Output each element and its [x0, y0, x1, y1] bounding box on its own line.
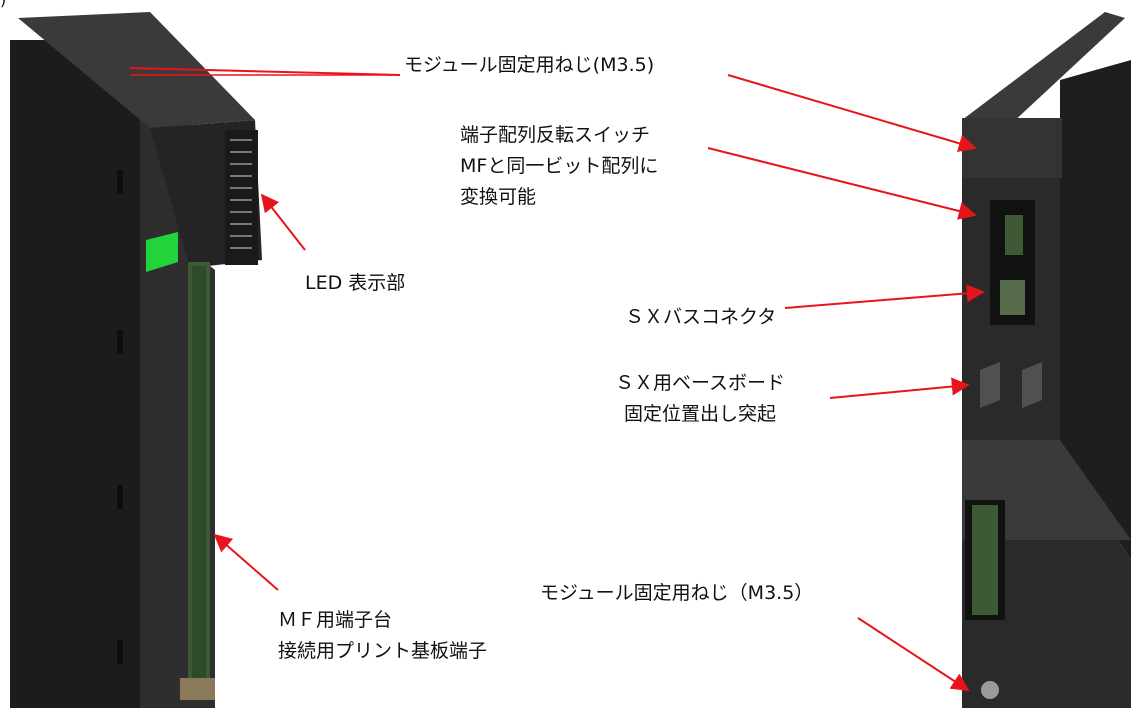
label-led-display: LED 表示部 — [305, 272, 406, 294]
arrow-screw-top-right — [727, 74, 977, 153]
right-module — [962, 12, 1131, 708]
label-sx-bus-connector: ＳＸバスコネクタ — [625, 306, 777, 328]
arrow-screw-bottom — [857, 617, 970, 691]
right-reversal-switch — [1005, 215, 1023, 255]
label-sx-base-board-line-1: ＳＸ用ベースボード — [615, 372, 786, 394]
label-reversal-switch-line-2: MFと同一ビット配列に — [460, 155, 659, 177]
right-module-side — [1060, 60, 1131, 560]
left-led-pins — [230, 139, 252, 249]
right-positioning-bosses — [980, 362, 1042, 408]
arrow-mf-terminal — [213, 533, 279, 591]
left-module — [10, 12, 262, 708]
label-screw-top: モジュール固定用ねじ(M3.5) — [404, 54, 655, 76]
label-reversal-switch: 端子配列反転スイッチ MFと同一ビット配列に 変換可能 — [460, 120, 658, 213]
right-module-top — [962, 12, 1125, 125]
label-mf-terminal: ＭＦ用端子台 接続用プリント基板端子 — [278, 605, 487, 667]
label-sx-base-board: ＳＸ用ベースボード 固定位置出し突起 — [615, 368, 785, 430]
callout-arrows — [129, 67, 985, 691]
left-module-side — [10, 40, 140, 708]
right-bottom-screw — [981, 681, 999, 699]
right-module-head — [962, 118, 1062, 178]
arrow-sx-base-board — [829, 377, 970, 399]
label-reversal-switch-line-3: 変換可能 — [460, 186, 537, 208]
label-screw-bottom: モジュール固定用ねじ（M3.5） — [540, 582, 814, 604]
label-sx-base-board-line-2: 固定位置出し突起 — [624, 403, 777, 425]
arrow-screw-top-left — [129, 67, 401, 76]
label-reversal-switch-line-1: 端子配列反転スイッチ — [460, 124, 651, 146]
label-mf-terminal-line-2: 接続用プリント基板端子 — [278, 640, 488, 662]
led-green-patch — [146, 232, 178, 272]
arrow-led-display — [260, 193, 306, 251]
right-bus-connector — [1000, 280, 1025, 315]
arrow-sx-bus-connector — [784, 284, 985, 309]
left-module-top — [18, 12, 255, 128]
left-led-block — [225, 130, 258, 265]
label-mf-terminal-line-1: ＭＦ用端子台 — [278, 609, 393, 631]
arrow-reversal-switch — [707, 147, 977, 220]
figure-caption-fragment: ) — [0, 0, 6, 9]
left-module-foot — [180, 678, 215, 700]
